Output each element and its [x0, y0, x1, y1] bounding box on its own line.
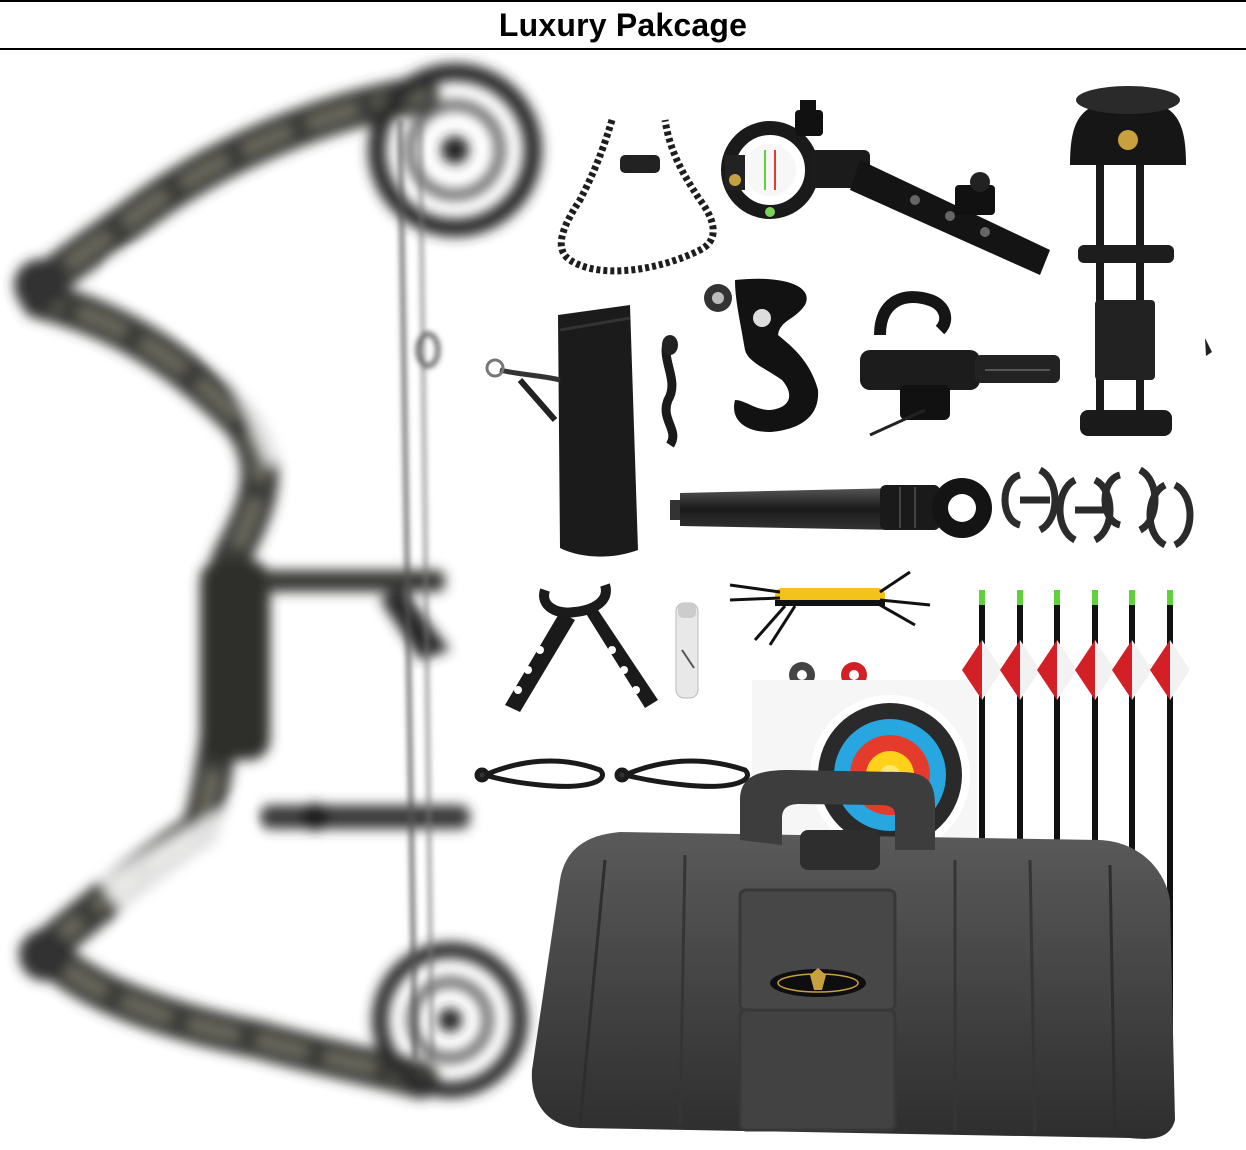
- compound-bow: [14, 63, 542, 1099]
- page-title: Luxury Pakcage: [498, 6, 748, 43]
- stabilizer: [670, 478, 992, 538]
- hex-key-set: [729, 570, 931, 646]
- cable-loops: [474, 758, 750, 789]
- target-face: [752, 680, 977, 855]
- soft-quiver-case: [485, 305, 638, 557]
- bow-string: [398, 119, 440, 1061]
- bow-sight: [721, 100, 1050, 275]
- bow-quiver: [1070, 86, 1186, 436]
- page-header: Luxury Pakcage: [0, 0, 1246, 50]
- bowstring-coil: [661, 335, 678, 448]
- string-silencers: [1001, 466, 1194, 549]
- hard-bow-case: [531, 770, 1175, 1139]
- bow-stand: [505, 583, 658, 712]
- release-aid: [704, 278, 819, 432]
- wrist-sling: [557, 118, 717, 275]
- edge-clip: [1205, 338, 1212, 356]
- lube-tube: [675, 602, 699, 699]
- product-photo: [14, 63, 1212, 1139]
- arrow-rest: [860, 291, 1060, 437]
